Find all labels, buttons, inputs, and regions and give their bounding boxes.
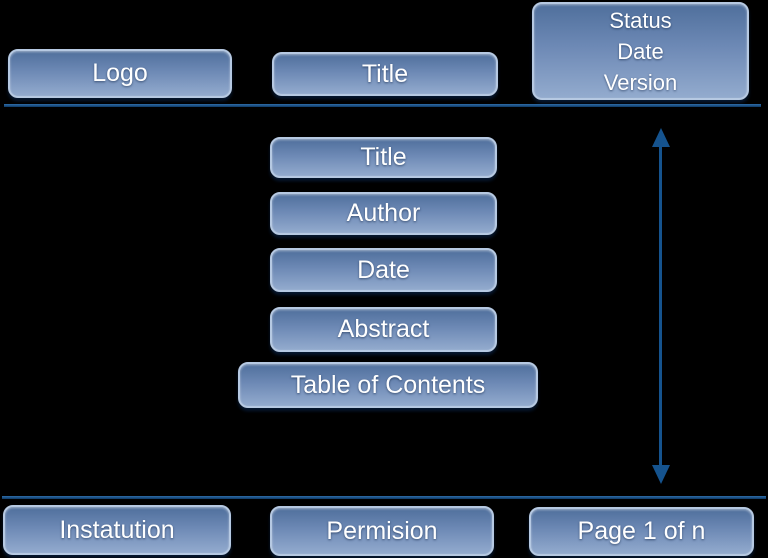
abstract-box: Abstract [270,307,497,352]
footer-separator-line [2,496,766,499]
institution-label: Instatution [59,515,175,544]
permission-label: Permision [326,516,438,545]
body-title-box: Title [270,137,497,178]
author-box: Author [270,192,497,235]
page-number-label: Page 1 of n [577,517,706,545]
version-line: Version [603,69,678,95]
table-of-contents-label: Table of Contents [290,370,486,399]
date-label: Date [357,255,410,284]
date-box: Date [270,248,497,292]
page-number-box: Page 1 of n [529,507,754,556]
header-title-label: Title [361,59,409,88]
body-title-label: Title [360,143,407,171]
permission-box: Permision [270,506,494,556]
header-separator-line [4,104,761,107]
logo-label: Logo [92,59,148,87]
logo-box: Logo [8,49,232,98]
header-title-box: Title [272,52,498,96]
status-date-version-box: Status Date Version [532,2,749,100]
arrow-shaft [659,143,662,469]
institution-box: Instatution [3,505,231,555]
author-label: Author [346,199,421,227]
abstract-label: Abstract [337,315,430,343]
arrowhead-down-icon [652,465,670,484]
status-line: Status [609,7,672,33]
arrowhead-up-icon [652,128,670,147]
vertical-double-arrow-icon [652,128,670,484]
table-of-contents-box: Table of Contents [238,362,538,408]
date-line: Date [617,38,664,64]
